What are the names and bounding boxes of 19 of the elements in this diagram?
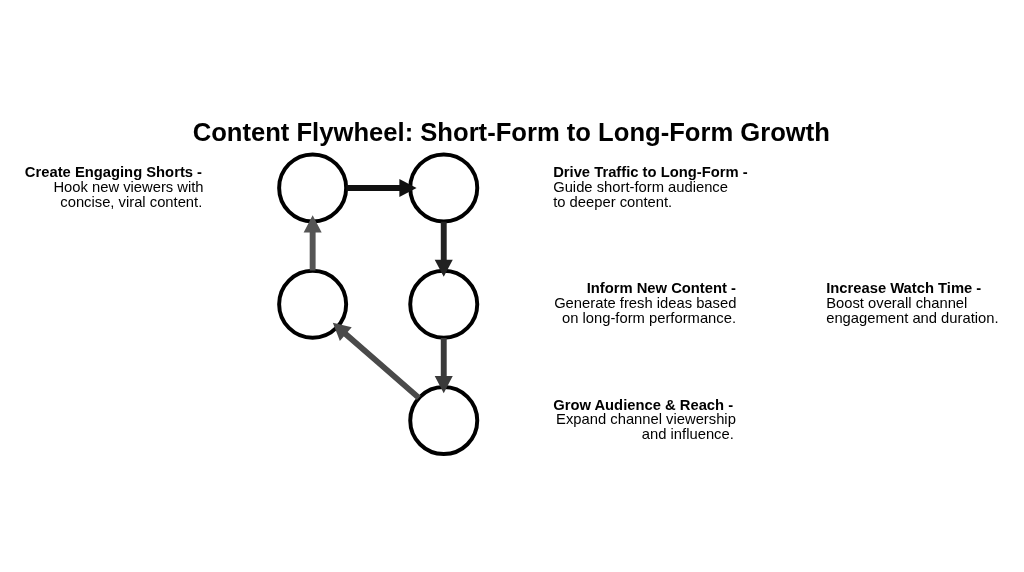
node-label: Generate fresh ideas based on long-form performance.	[554, 295, 737, 326]
node-label: Grow Audience & Reach -	[553, 396, 734, 413]
node-label: Create Engaging Shorts -	[24, 164, 203, 181]
arrow	[303, 215, 322, 271]
node-label: Inform New Content -	[586, 280, 736, 297]
node-circle	[408, 385, 480, 457]
node-circle	[277, 268, 349, 340]
arrow	[332, 322, 421, 401]
node-circle	[408, 268, 480, 340]
node-label: Increase Watch Time -	[826, 280, 982, 297]
arrow	[434, 221, 453, 277]
diagram-title: Content Flywheel: Short-Form to Long-Form Growth	[192, 118, 830, 147]
node-label: Boost overall channel engagement and duration.	[826, 295, 999, 326]
arrow	[434, 338, 453, 394]
node-circle	[408, 152, 480, 224]
node-label: Drive Traffic to Long-Form -	[553, 164, 748, 181]
node-circle	[277, 152, 349, 224]
arrow	[346, 178, 417, 197]
node-label: Expand channel viewership and influence.	[556, 411, 736, 443]
